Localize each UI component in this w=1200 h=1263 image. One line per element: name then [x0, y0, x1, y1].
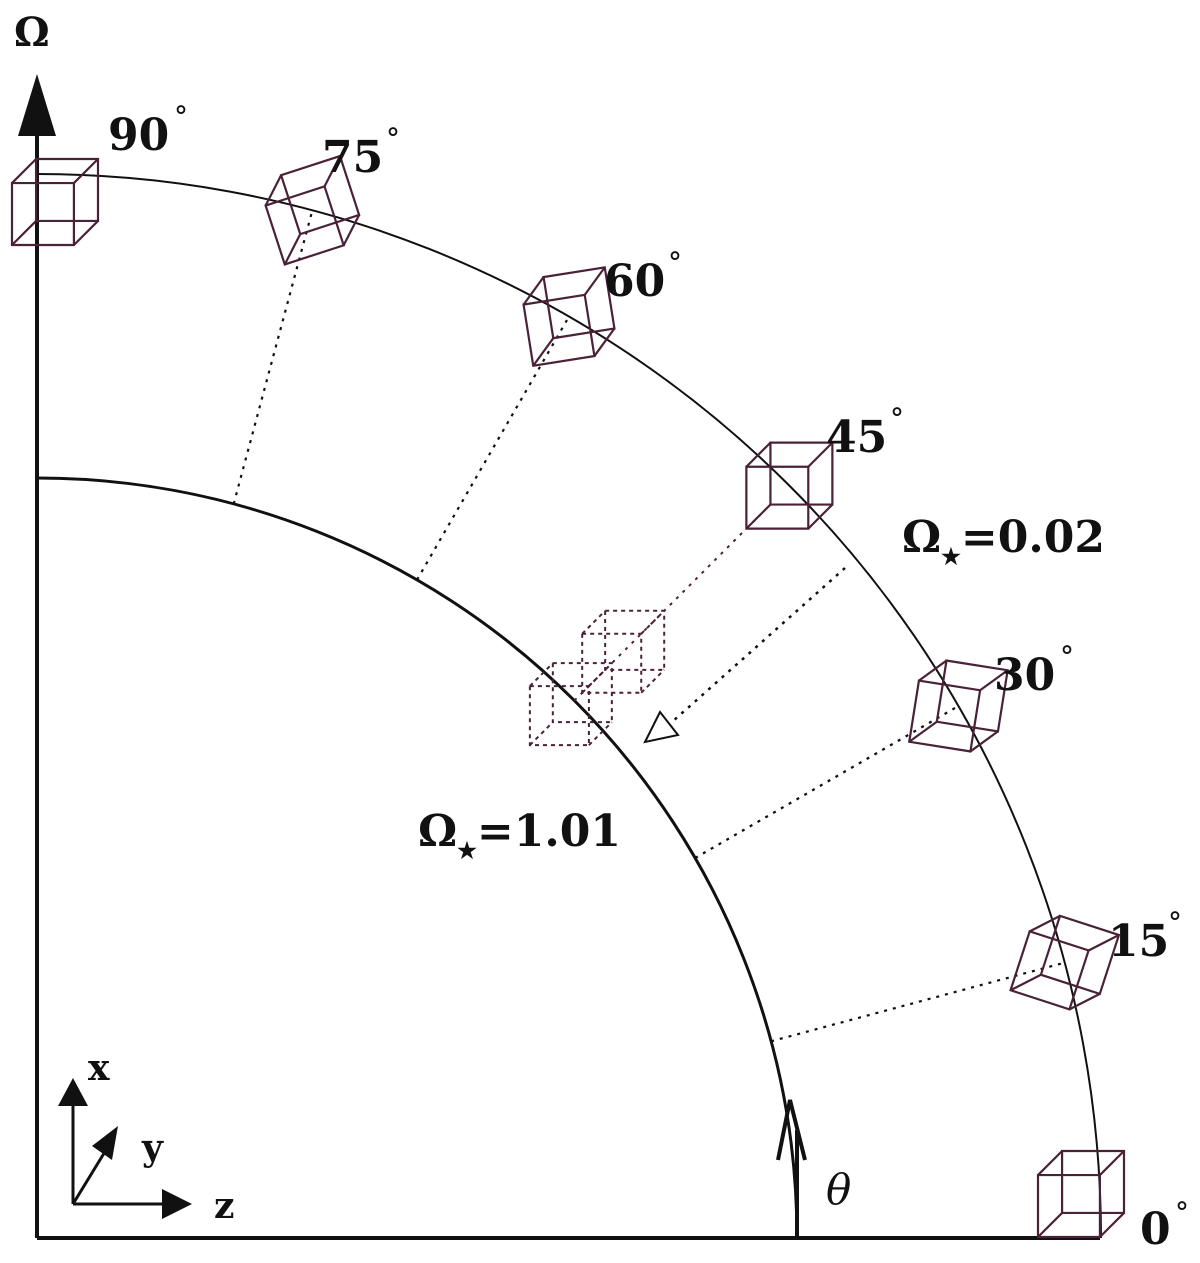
theta-label: θ — [826, 1165, 851, 1214]
inner-arc-value: =1.01 — [477, 806, 621, 857]
cube-marker-75 — [264, 154, 361, 266]
omega-axis-label: Ω — [14, 9, 50, 56]
dotted-connector-15 — [770, 961, 1066, 1043]
cube-marker-0 — [1036, 1149, 1126, 1239]
dotted-connector-60 — [416, 315, 570, 581]
dotted-connector-75 — [232, 209, 314, 505]
degree-mark-45: ° — [890, 402, 904, 435]
triad-z-arrowhead — [162, 1189, 192, 1219]
angle-label-90: 90 — [108, 110, 169, 161]
inner-arc-omega: Ω — [418, 806, 457, 857]
angle-label-45: 45 — [826, 412, 887, 463]
cube-marker-60 — [522, 266, 616, 368]
angle-label-30: 30 — [994, 650, 1055, 701]
outer-arc-omega: Ω — [902, 512, 941, 563]
angle-labels: 0°15°30°45°60°75°90° — [108, 100, 1189, 1255]
degree-mark-30: ° — [1060, 640, 1074, 673]
degree-mark-90: ° — [174, 100, 188, 133]
transition-arrow-shaft — [671, 567, 846, 723]
angle-label-75: 75 — [322, 132, 383, 183]
triad-x-label: x — [88, 1047, 110, 1089]
outer-arc-value: =0.02 — [961, 512, 1105, 563]
cube-marker-15 — [1009, 914, 1121, 1011]
angle-label-60: 60 — [604, 256, 665, 307]
outer-arc-label: Ω★=0.02 — [902, 512, 1105, 570]
triad-z-label: z — [214, 1185, 234, 1227]
omega-axis-arrowhead — [18, 74, 56, 136]
theta-arrowhead — [776, 1099, 807, 1161]
transition-arrow-head — [643, 710, 680, 744]
cube-marker-30 — [907, 659, 1009, 753]
degree-mark-75: ° — [386, 122, 400, 155]
cube-marker-90 — [10, 157, 100, 247]
cube-marker-45 — [745, 441, 834, 530]
angle-label-0: 0 — [1140, 1204, 1171, 1255]
triad-x-arrowhead — [58, 1078, 88, 1106]
coordinate-triad: x z y — [58, 1047, 234, 1227]
outer-arc — [36, 173, 1102, 1239]
triad-y-label: y — [141, 1127, 164, 1169]
dotted-connector-30 — [694, 705, 960, 859]
degree-mark-60: ° — [668, 246, 682, 279]
triad-y-axis — [71, 1149, 108, 1205]
triad-y-arrowhead — [92, 1126, 118, 1160]
degree-mark-15: ° — [1168, 906, 1182, 939]
cube-markers — [10, 154, 1126, 1239]
degree-mark-0: ° — [1175, 1196, 1189, 1229]
outer-arc-star: ★ — [941, 544, 961, 570]
inner-arc-star: ★ — [457, 838, 477, 864]
transition-ghost-cubes — [528, 513, 762, 747]
inner-arc-label: Ω★=1.01 — [418, 806, 621, 864]
angle-label-15: 15 — [1108, 916, 1169, 967]
